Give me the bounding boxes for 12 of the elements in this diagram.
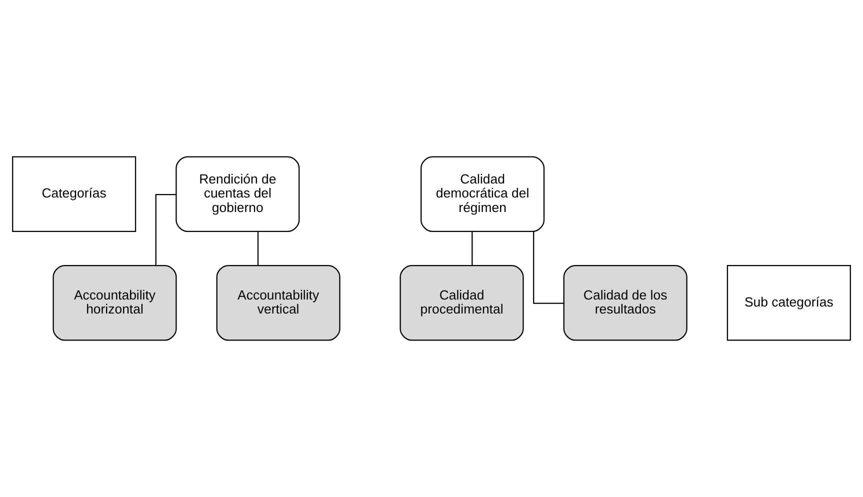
node-box: Accountability vertical [216, 264, 340, 341]
connector [257, 232, 259, 266]
node-box: Calidad procedimental [400, 264, 524, 341]
connector [472, 232, 473, 266]
node-box: Sub categorías [726, 264, 851, 341]
connector [533, 232, 564, 304]
connector [155, 194, 176, 266]
node-box: Calidad de los resultados [563, 264, 688, 341]
node-box: Rendición de cuentas del gobierno [176, 156, 300, 232]
node-box: Accountability horizontal [52, 264, 177, 341]
node-box: Categorías [12, 156, 136, 232]
node-box: Calidad democrática del régimen [420, 156, 545, 232]
